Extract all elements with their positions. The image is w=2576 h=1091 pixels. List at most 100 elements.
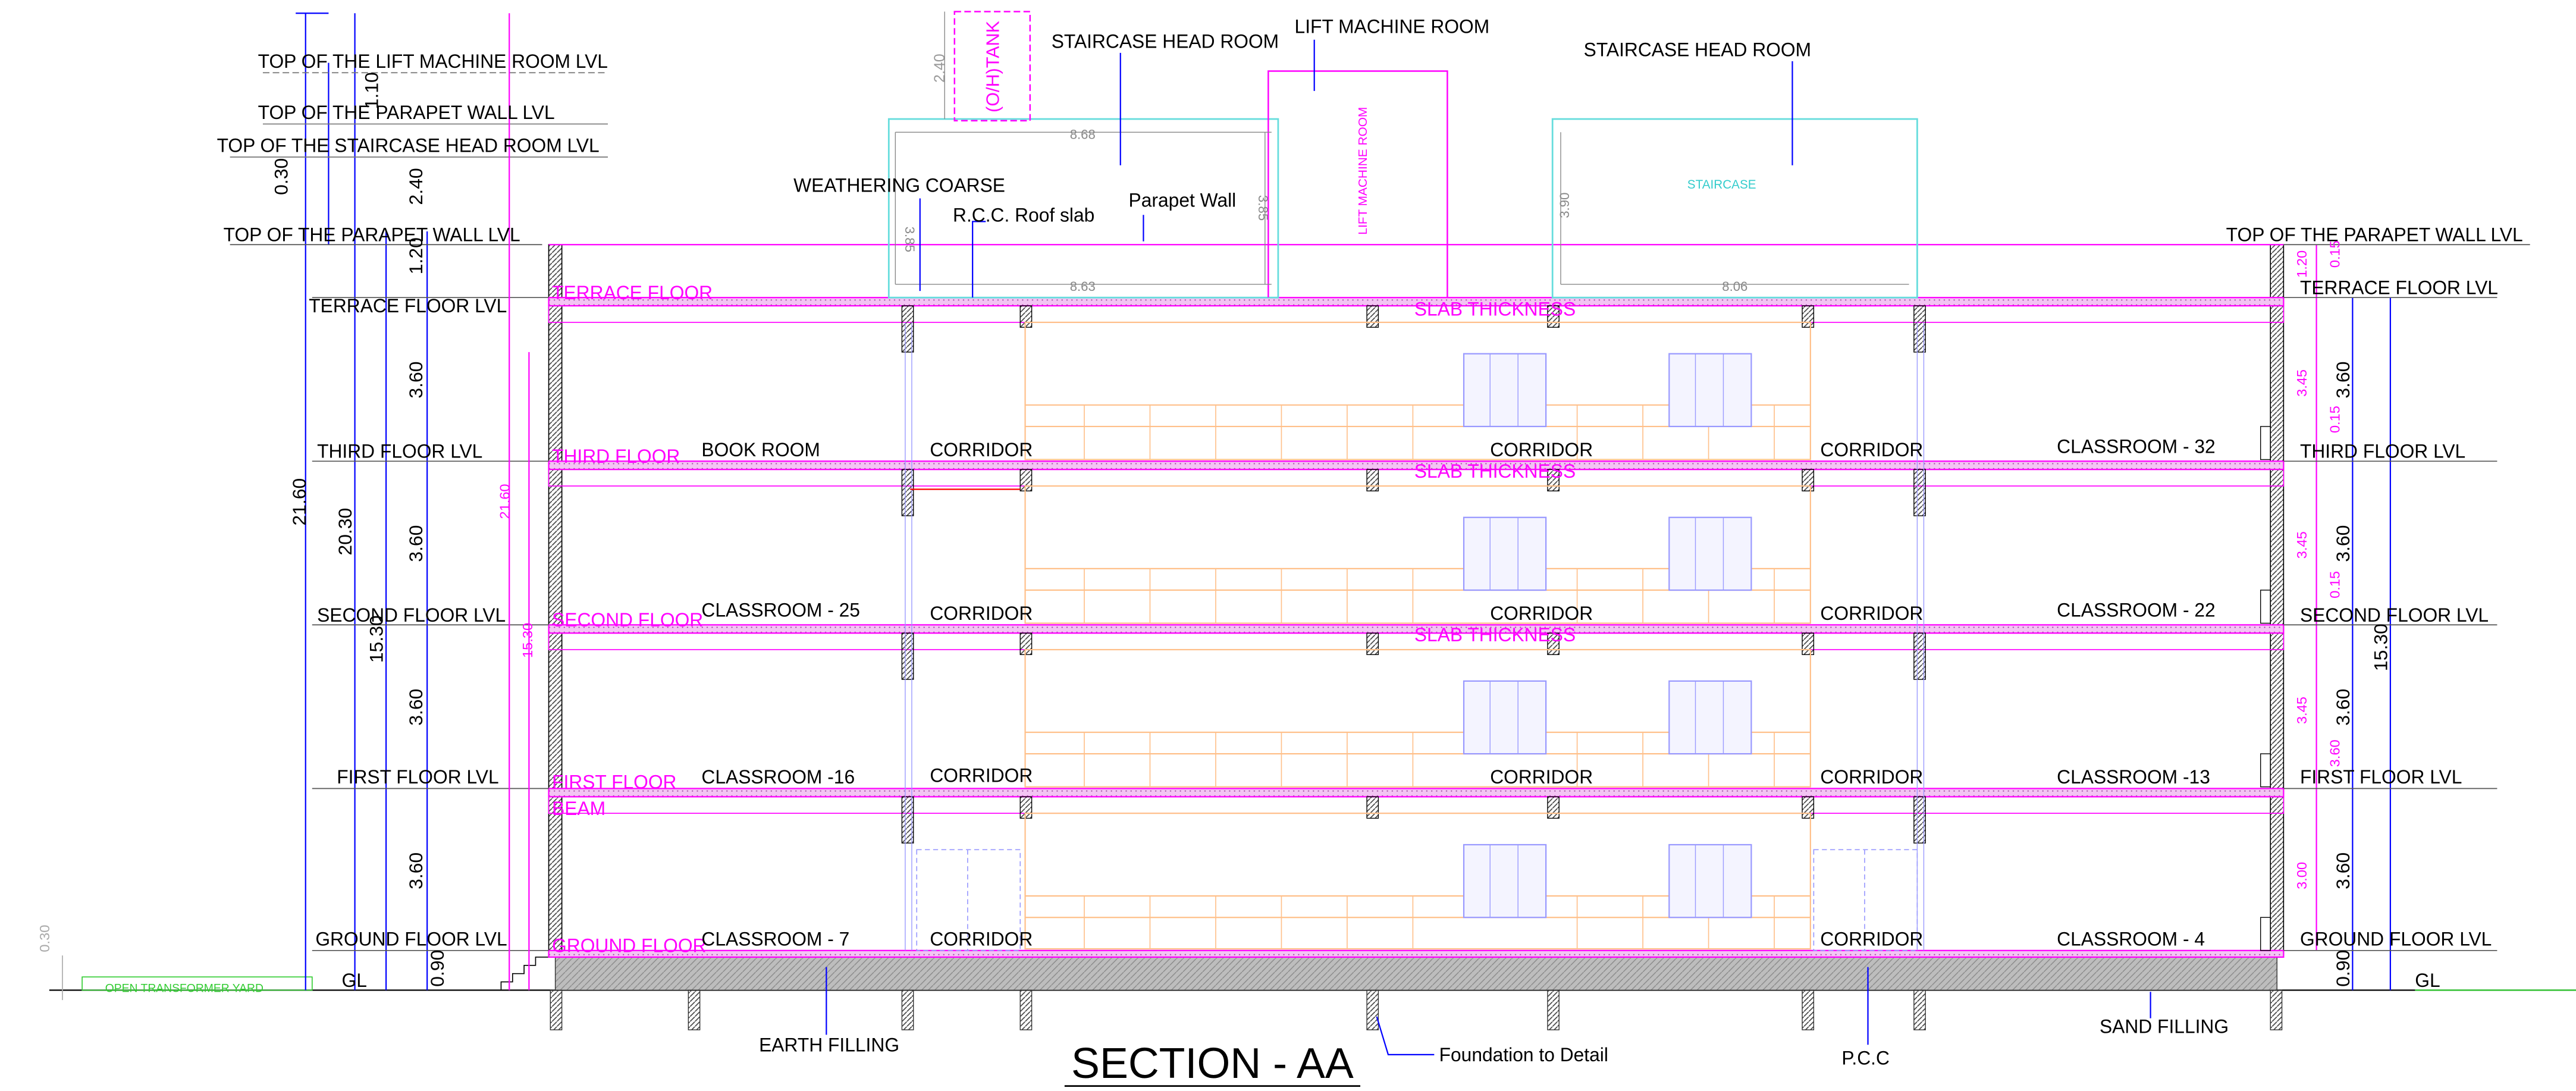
right-openings [2260,426,2271,951]
corridor-lines [905,322,1925,951]
level-second: SECOND FLOOR LVL [317,604,506,626]
level-first: FIRST FLOOR LVL [337,766,498,788]
tag-beam: BEAM [552,798,605,819]
dim-right-ground-clear: 3.00 [2294,862,2310,889]
dim-right-floor-1: 3.60 [2332,689,2354,726]
dim-plinth-left: 0.90 [426,950,448,987]
roof-structures [887,11,1918,299]
dim-863: 8.63 [1070,279,1096,294]
right-level-labels: TOP OF THE PARAPET WALL LVL TERRACE FLOO… [2226,224,2523,991]
room-label: CLASSROOM -13 [2057,766,2210,788]
right-dim-values: 0.15 1.20 3.45 0.15 3.45 0.15 3.45 3.60 … [2294,240,2391,987]
room-label: CORRIDOR [930,439,1033,460]
dim-floor-3: 3.60 [405,361,426,398]
level-ground-right: GROUND FLOOR LVL [2300,928,2492,949]
tag-first: FIRST FLOOR [552,771,676,792]
level-lift-machine-top: TOP OF THE LIFT MACHINE ROOM LVL [258,51,608,72]
room-labels: BOOK ROOM CORRIDOR CORRIDOR CORRIDOR CLA… [701,435,2215,949]
level-third-right: THIRD FLOOR LVL [2300,441,2465,462]
steps [500,957,553,990]
label-staircase-head-left: STAIRCASE HEAD ROOM [1052,30,1279,52]
room-label: CLASSROOM - 7 [701,928,849,949]
left-wall [548,244,563,956]
right-wall [2270,244,2285,956]
room-label: CLASSROOM - 4 [2057,928,2205,949]
room-label: CLASSROOM - 25 [701,599,860,620]
label-lift-vertical: LIFT MACHINE ROOM [1356,107,1370,235]
building-frame [548,244,2285,958]
dim-right-slab-2: 0.15 [2327,571,2342,598]
room-label: CLASSROOM - 22 [2057,599,2216,620]
room-label: CORRIDOR [1820,603,1923,624]
left-level-labels: TOP OF THE LIFT MACHINE ROOM LVL TOP OF … [217,51,608,991]
slabs [548,297,2285,958]
dim-806: 8.06 [1722,279,1747,294]
level-terrace: TERRACE FLOOR LVL [309,295,507,316]
room-label: CLASSROOM - 32 [2057,435,2216,457]
dim-parapet-small: 0.30 [270,158,291,195]
label-weathering: WEATHERING COARSE [793,174,1005,196]
right-dimension-lines [2283,244,2576,991]
tag-slab-3: SLAB THICKNESS [1414,624,1576,645]
level-terrace-right: TERRACE FLOOR LVL [2300,277,2498,299]
dim-right-beam-clear: 3.60 [2327,739,2342,767]
dim-right-total-third: 15.30 [2370,623,2391,671]
label-parapet: Parapet Wall [1129,189,1237,211]
label-tank: (O/H)TANK [983,21,1003,112]
room-label: CORRIDOR [1820,766,1923,788]
room-label: CORRIDOR [1490,603,1593,624]
note-foundation: Foundation to Detail [1439,1044,1608,1065]
level-second-right: SECOND FLOOR LVL [2300,604,2489,626]
room-label: CORRIDOR [1820,439,1923,460]
level-staircase-head-top: TOP OF THE STAIRCASE HEAD ROOM LVL [217,135,600,156]
tag-ground: GROUND FLOOR [552,935,706,956]
dim-right-slab-top: 1.20 [2294,250,2310,278]
dim-390: 3.90 [1557,193,1572,218]
room-label: CORRIDOR [930,603,1033,624]
label-staircase-small: STAIRCASE [1687,178,1756,192]
label-roof-slab: R.C.C. Roof slab [953,204,1094,225]
beams [548,305,2285,814]
dim-parapet-main: 1.20 [405,237,426,274]
room-label: CORRIDOR [930,928,1033,949]
tag-third: THIRD FLOOR [552,446,680,467]
left-dim-values: 21.60 20.30 15.30 1.10 2.40 0.30 1.20 3.… [37,72,535,987]
level-parapet-right: TOP OF THE PARAPET WALL LVL [2226,224,2523,246]
staircase-head-right [1551,118,1918,299]
tag-slab-1: SLAB THICKNESS [1414,299,1576,320]
bottom-notes: EARTH FILLING Foundation to Detail P.C.C… [105,982,2229,1068]
dim-right-clear-3: 3.45 [2294,369,2310,397]
transformer-yard [81,976,313,991]
dim-upto-third: 15.30 [366,615,387,663]
dim-floor-1: 3.60 [405,689,426,726]
room-label: CLASSROOM -16 [701,766,855,788]
dim-385a: 3.85 [902,227,917,252]
level-gl-right: GL [2415,970,2440,991]
level-third: THIRD FLOOR LVL [317,441,482,462]
dim-upto-terrace: 20.30 [334,508,356,556]
room-label: CORRIDOR [930,764,1033,786]
windows [1463,353,1752,918]
footings [550,989,2283,1030]
dim-868: 8.68 [1070,127,1096,142]
left-dimension-lines [230,12,608,990]
doors [916,849,1918,951]
lift-machine-room [1267,70,1448,298]
roof-labels: STAIRCASE HEAD ROOM LIFT MACHINE ROOM ST… [793,15,1811,294]
note-pcc: P.C.C [1841,1047,1890,1068]
dim-total-height: 21.60 [288,478,310,526]
dim-right-plinth: 0.90 [2332,950,2354,987]
oh-tank [953,11,1031,122]
dim-lift-top: 1.10 [360,72,382,109]
room-label: CORRIDOR [1820,928,1923,949]
dim-right-clear-2: 3.45 [2294,531,2310,559]
dim-inner-total: 21.60 [497,484,512,519]
leaders [826,39,2151,1055]
section-title: SECTION - AA [1071,1040,1354,1087]
tag-terrace: TERRACE FLOOR [552,282,713,303]
dim-right-clear-1: 3.45 [2294,697,2310,724]
note-transformer-yard: OPEN TRANSFORMER YARD [105,982,263,995]
tag-second: SECOND FLOOR [552,609,703,631]
staircase-head-left [887,118,1279,299]
